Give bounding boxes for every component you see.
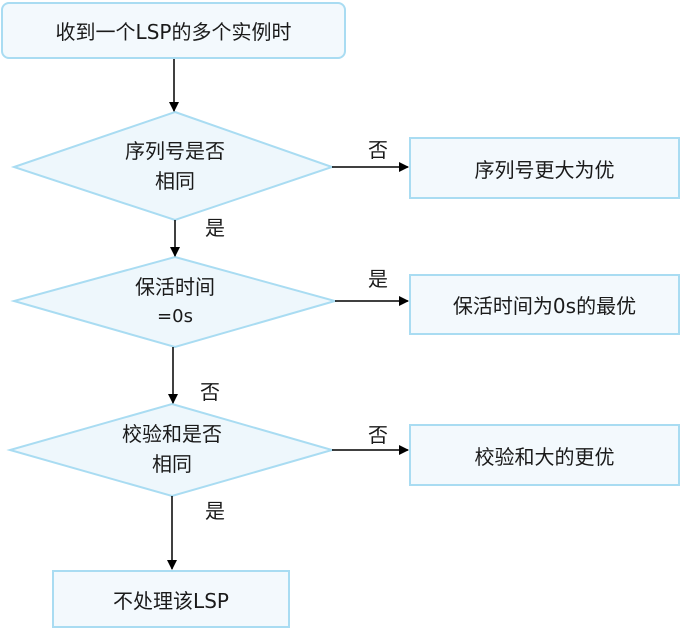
- start-node: 收到一个LSP的多个实例时: [1, 2, 346, 59]
- start-node-text: 收到一个LSP的多个实例时: [55, 20, 292, 44]
- decision-checksum-line1: 校验和是否: [122, 422, 222, 446]
- edge-label-d3-down: 是: [205, 499, 225, 523]
- edge-label-d3-right: 否: [368, 423, 388, 447]
- edge-label-d1-down: 是: [205, 216, 225, 240]
- result-checksum-node: 校验和大的更优: [409, 424, 680, 486]
- decision-checksum-label: 校验和是否 相同: [92, 419, 252, 479]
- decision-checksum-line2: 相同: [152, 452, 192, 476]
- result-lifetime-node: 保活时间为0s的最优: [409, 274, 680, 335]
- end-node-text: 不处理该LSP: [113, 588, 229, 613]
- edge-label-d1-right: 否: [368, 138, 388, 162]
- decision-diamond-lifetime: [10, 255, 339, 349]
- decision-sequence-label: 序列号是否 相同: [95, 136, 255, 196]
- end-node: 不处理该LSP: [52, 570, 290, 628]
- edge-label-d2-down: 否: [200, 380, 220, 404]
- decision-lifetime-line1: 保活时间: [135, 275, 215, 299]
- result-sequence-node: 序列号更大为优: [409, 137, 680, 199]
- result-sequence-text: 序列号更大为优: [474, 157, 615, 182]
- result-checksum-text: 校验和大的更优: [474, 444, 615, 469]
- edge-label-d2-right: 是: [368, 267, 388, 291]
- decision-sequence-line2: 相同: [155, 169, 195, 193]
- decision-lifetime-label: 保活时间 =0s: [95, 272, 255, 332]
- decision-lifetime-line2: =0s: [157, 306, 193, 327]
- result-lifetime-text: 保活时间为0s的最优: [452, 294, 637, 318]
- decision-sequence-line1: 序列号是否: [125, 139, 225, 163]
